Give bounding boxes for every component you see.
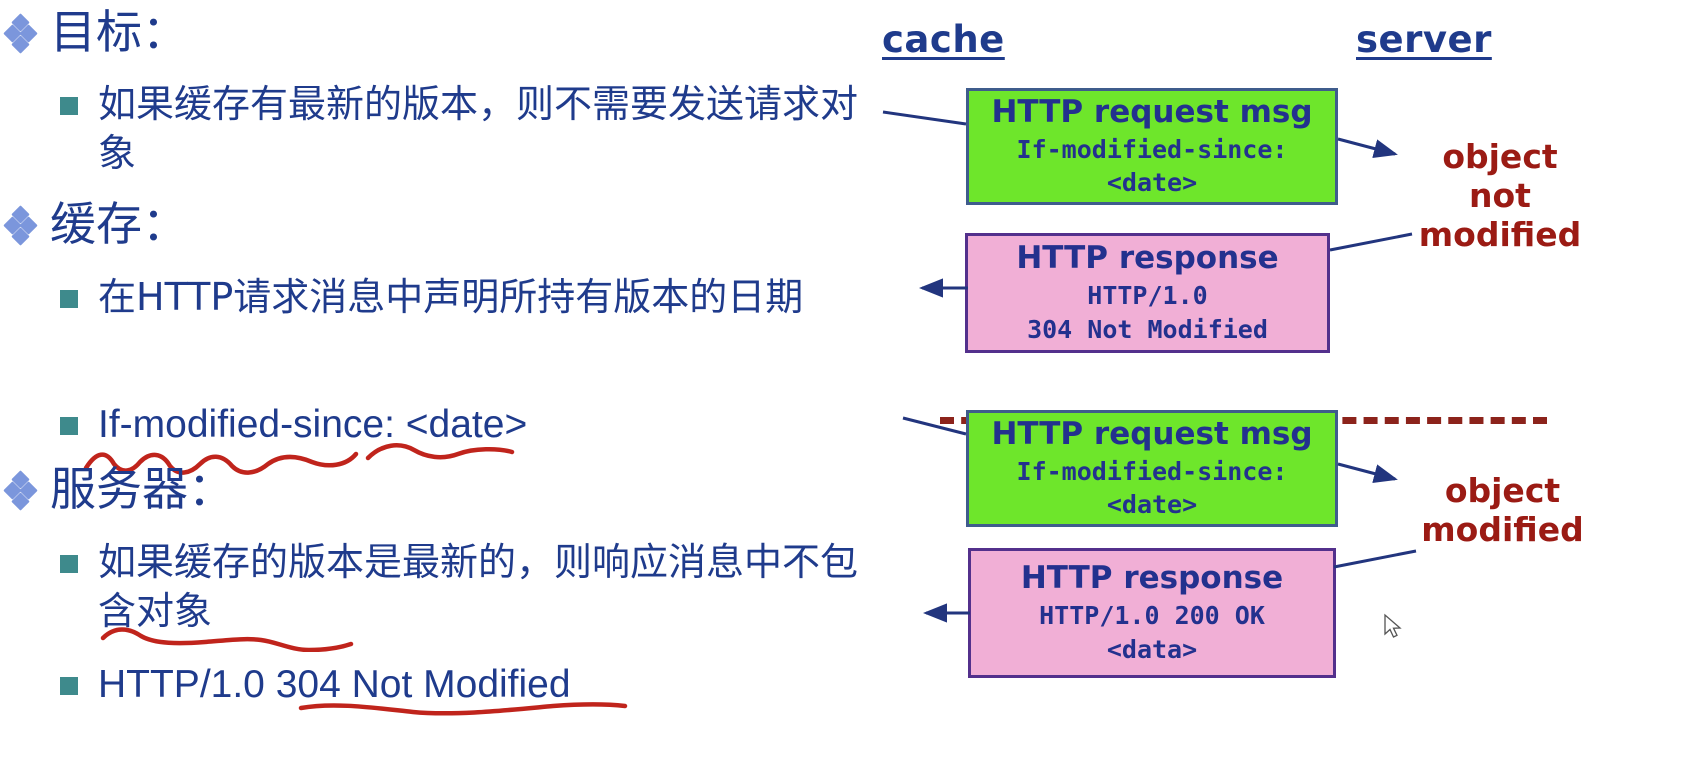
section-heading-label: 目标：	[50, 5, 188, 59]
connector-response-1-to-note	[1329, 232, 1413, 252]
square-bullet-icon	[60, 417, 78, 435]
message-title: HTTP response	[1016, 240, 1279, 277]
connector-cache-to-request-1	[882, 110, 967, 126]
annotation-object-modified: object modified	[1421, 471, 1584, 549]
message-title: HTTP request msg	[991, 415, 1313, 452]
message-box-response-1: HTTP response HTTP/1.0 304 Not Modified	[965, 233, 1330, 353]
bullet-item: 如果缓存的版本是最新的，则响应消息中不包含对象	[60, 538, 870, 635]
bullet-item: 如果缓存有最新的版本，则不需要发送请求对象	[60, 80, 870, 177]
connector-cache-to-request-2	[902, 416, 967, 436]
column-label-server: server	[1356, 18, 1492, 61]
http-conditional-get-diagram: cache server HTTP request msg If-modifie…	[880, 0, 1706, 776]
bullet-item: 在HTTP请求消息中声明所持有版本的日期	[60, 273, 860, 322]
message-title: HTTP response	[1020, 560, 1284, 597]
bullet-label: HTTP/1.0 304 Not Modified	[98, 663, 571, 706]
message-box-response-2: HTTP response HTTP/1.0 200 OK <data>	[968, 548, 1336, 678]
bullet-item: HTTP/1.0 304 Not Modified	[60, 660, 571, 710]
connector-response-2-to-note	[1333, 549, 1417, 569]
bullet-label: 如果缓存有最新的版本，则不需要发送请求对象	[98, 82, 859, 175]
message-line: If-modified-since:	[1016, 134, 1288, 164]
message-line: 304 Not Modified	[1027, 314, 1268, 344]
arrow-request-1-to-server	[1337, 137, 1398, 158]
bullet-label: 如果缓存的版本是最新的，则响应消息中不包含对象	[98, 540, 859, 633]
section-heading-cache: 缓存：	[3, 197, 188, 251]
square-bullet-icon	[60, 290, 78, 308]
message-line: HTTP/1.0	[1087, 281, 1208, 311]
message-line: HTTP/1.0 200 OK	[1039, 601, 1265, 631]
section-heading-label: 服务器：	[50, 462, 234, 516]
bullet-label: If-modified-since: <date>	[98, 403, 528, 446]
diamond-bullet-icon	[3, 13, 46, 58]
square-bullet-icon	[60, 677, 78, 695]
section-heading-label: 缓存：	[50, 197, 188, 251]
arrow-response-2-to-cache	[923, 603, 970, 623]
message-line: <date>	[1106, 490, 1198, 519]
section-heading-server: 服务器：	[3, 462, 234, 516]
diamond-bullet-icon	[3, 205, 46, 250]
annotation-object-not-modified: object not modified	[1418, 137, 1582, 254]
bullet-label: 在HTTP请求消息中声明所持有版本的日期	[98, 275, 804, 319]
message-box-request-1: HTTP request msg If-modified-since: <dat…	[966, 88, 1338, 205]
square-bullet-icon	[60, 555, 78, 573]
section-heading-goal: 目标：	[3, 5, 188, 59]
message-box-request-2: HTTP request msg If-modified-since: <dat…	[966, 410, 1338, 527]
bullet-item: If-modified-since: <date>	[60, 400, 527, 450]
column-label-cache: cache	[882, 18, 1005, 61]
diamond-bullet-icon	[3, 470, 46, 515]
message-line: If-modified-since:	[1016, 456, 1288, 486]
slide-text-column: 目标： 如果缓存有最新的版本，则不需要发送请求对象 缓存： 在HTTP请求消息中…	[3, 5, 870, 716]
square-bullet-icon	[60, 97, 78, 115]
arrow-request-2-to-server	[1337, 462, 1398, 483]
mouse-cursor-icon	[1384, 613, 1402, 638]
message-line: <date>	[1106, 168, 1198, 197]
message-line: <data>	[1106, 634, 1198, 664]
arrow-response-1-to-cache	[919, 278, 968, 298]
message-title: HTTP request msg	[991, 93, 1313, 130]
